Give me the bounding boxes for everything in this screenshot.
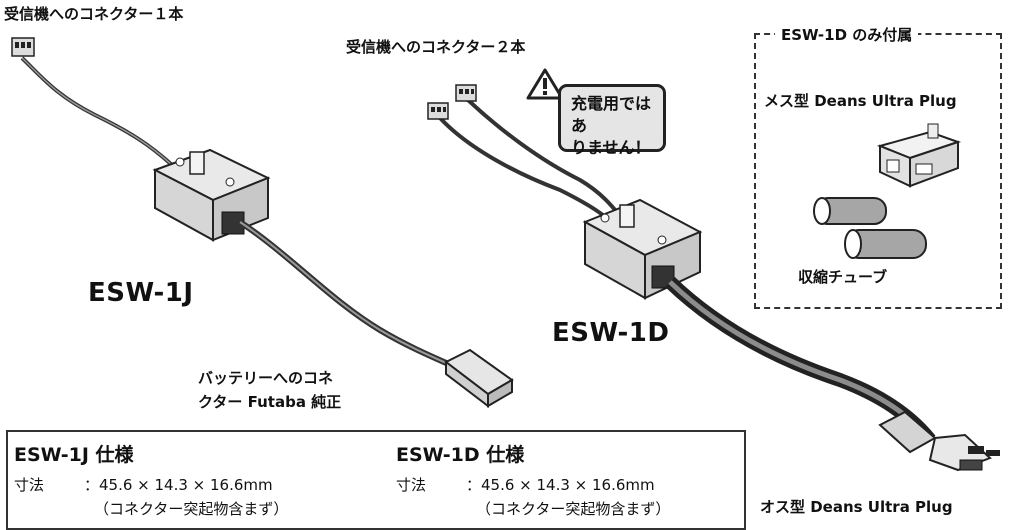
shrink-tube-label: 収縮チューブ [798, 268, 888, 286]
female-deans-label: メス型 Deans Ultra Plug [764, 92, 957, 110]
female-deans-plug [876, 123, 962, 188]
spec-table [6, 430, 746, 530]
esw1d-dim-label: 寸法 [396, 476, 427, 494]
esw1d-receiver-connector-label: 受信機へのコネクター２本 [346, 38, 526, 56]
male-deans-label: オス型 Deans Ultra Plug [760, 498, 953, 516]
warning-bubble: 充電用ではあ りません！ [558, 84, 666, 157]
esw1j-dim-label: 寸法 [14, 476, 45, 494]
esw1d-spec-title: ESW-1D 仕様 [396, 444, 525, 466]
esw1j-receiver-connector-label: 受信機へのコネクター１本 [4, 5, 184, 23]
warning-icon [526, 68, 564, 100]
warning-bubble-line1: 充電用ではあ [571, 94, 652, 135]
esw1j-dim-note: （コネクター突起物含まず） [94, 500, 289, 518]
esw1d-dim-value: ：45.6 × 14.3 × 16.6mm [466, 476, 655, 494]
shrink-tube-2 [844, 229, 927, 259]
esw1j-model-label: ESW-1J [88, 278, 194, 308]
esw1d-model-label: ESW-1D [552, 318, 670, 348]
esw1d-receiver-cable-b [466, 98, 627, 224]
esw1j-battery-cable [238, 219, 464, 373]
battery-connector-line1: バッテリーへのコネ [198, 369, 334, 387]
esw1d-receiver-connector-b [455, 84, 477, 102]
esw1j-receiver-cable [20, 56, 174, 167]
esw1d-switch-body [582, 198, 703, 300]
esw1j-switch-body [152, 148, 271, 242]
male-deans-plug [878, 410, 1000, 472]
battery-connector-line2: クター Futaba 純正 [198, 393, 342, 411]
shrink-tube-1 [813, 197, 887, 225]
esw1j-dim-value: ：45.6 × 14.3 × 16.6mm [84, 476, 273, 494]
esw1d-dim-note: （コネクター突起物含まず） [476, 500, 671, 518]
esw1j-receiver-connector [11, 37, 35, 57]
esw1j-spec-title: ESW-1J 仕様 [14, 444, 134, 466]
warning-bubble-line2: りません！ [571, 138, 651, 157]
included-accessories-title: ESW-1D のみ付属 [775, 24, 919, 45]
esw1d-receiver-connector-a [427, 102, 449, 120]
esw1j-battery-connector [444, 348, 514, 409]
battery-connector-label: バッテリーへのコネ クター Futaba 純正 [198, 366, 341, 414]
